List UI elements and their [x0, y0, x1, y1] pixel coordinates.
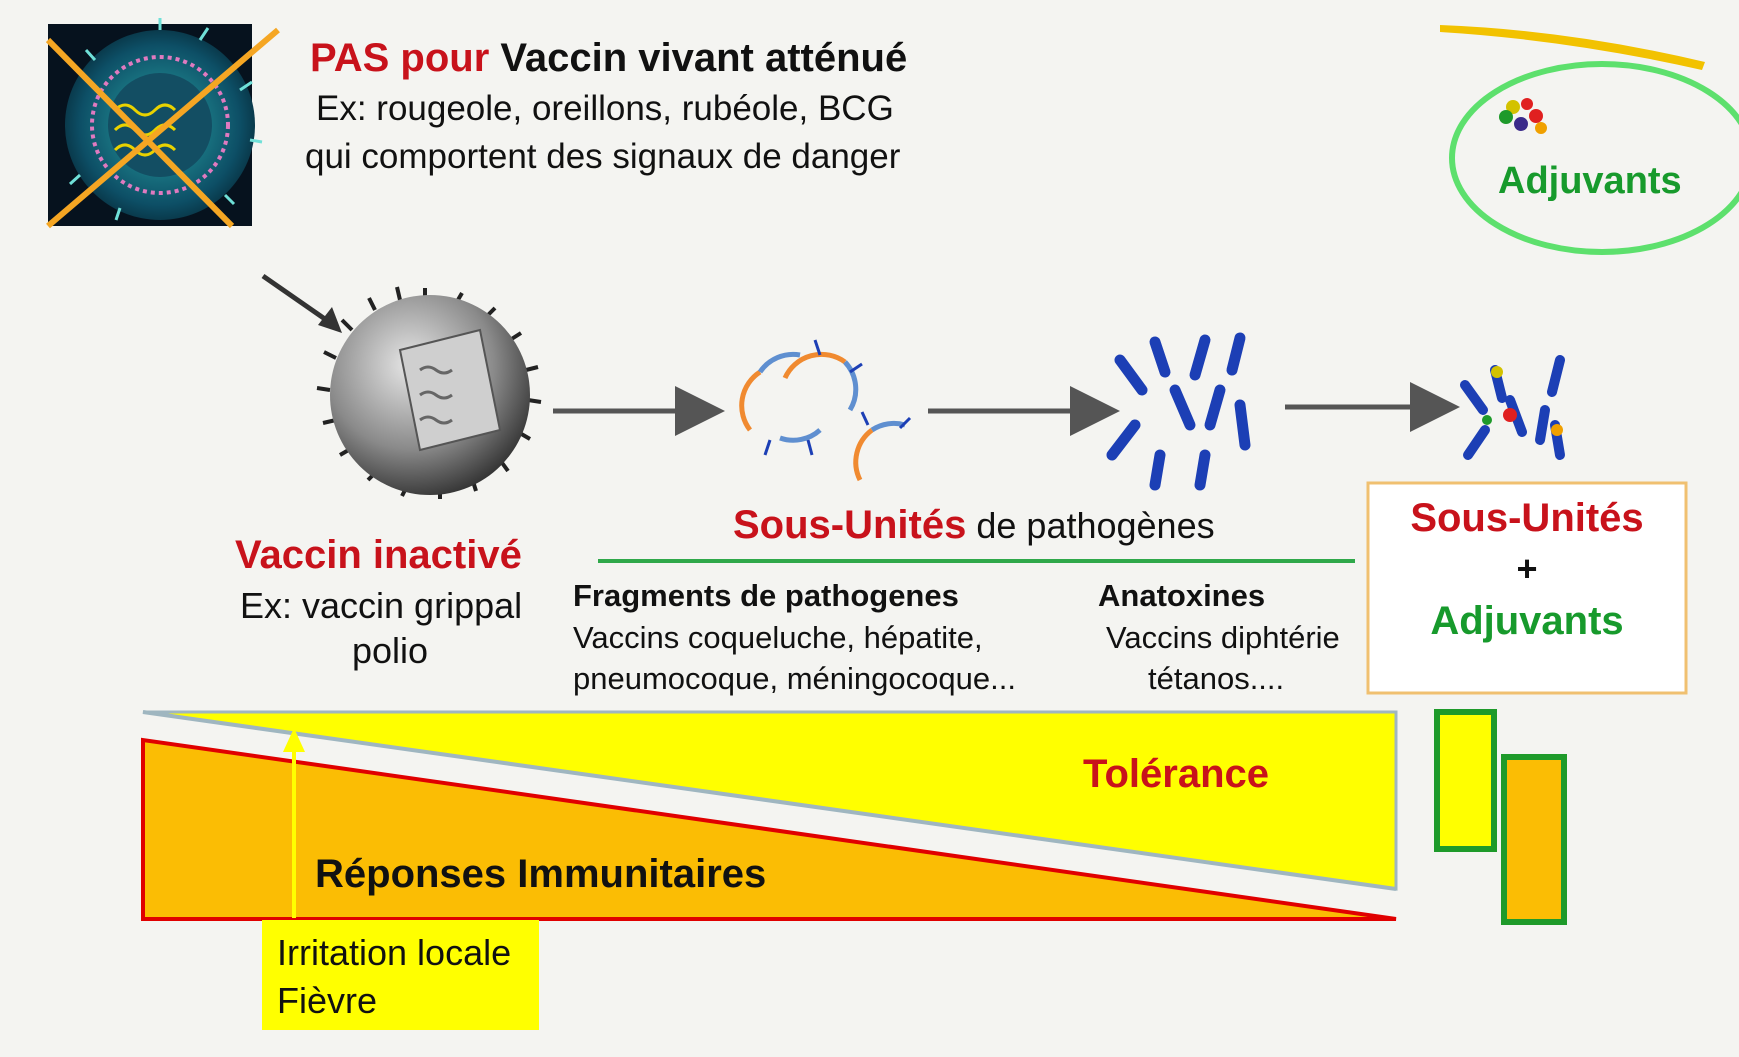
subunits-title: Sous-Unités [733, 503, 967, 547]
fragments-line2: pneumocoque, méningocoque... [573, 661, 1016, 696]
tolerance-bar [1434, 709, 1497, 852]
anatoxins-title: Anatoxines [1098, 578, 1266, 613]
pathogen-fragments-image [739, 339, 912, 482]
combo-adjuvants-label: Adjuvants [1430, 599, 1624, 643]
live-vaccine-examples: Ex: rougeole, oreillons, rubéole, BCG [316, 89, 894, 128]
cross-line-2 [46, 27, 280, 229]
irritation-box [262, 920, 539, 1030]
irritation-line1: Irritation locale [277, 932, 512, 973]
live-virus-image [45, 18, 280, 229]
live-vaccine-title: Vaccin vivant atténué [500, 36, 908, 80]
live-vaccine-heading: PAS pour Vaccin vivant atténué [310, 36, 907, 81]
anatoxins-adjuvants-image [1460, 355, 1565, 460]
decorative-stroke [1440, 25, 1705, 70]
tolerance-label: Tolérance [1083, 752, 1269, 796]
adjuvants-badge-label: Adjuvants [1498, 160, 1682, 202]
inactivated-virus-image [316, 286, 542, 499]
subunits-subtitle: de pathogènes [976, 505, 1215, 546]
pointer-arrow [261, 273, 337, 329]
combo-box [1366, 481, 1688, 695]
adjuvants-ellipse [1449, 61, 1739, 255]
pas-label: PAS pour [310, 36, 490, 80]
fragments-title: Fragments de pathogenes [573, 578, 959, 613]
fragments-line1: Vaccins coqueluche, hépatite, [573, 620, 983, 655]
irritation-line2: Fièvre [277, 980, 378, 1021]
inactivated-vaccine-title: Vaccin inactivé [235, 533, 522, 577]
anatoxins-image [1106, 332, 1251, 491]
anatoxins-line1: Vaccins diphtérie [1106, 620, 1340, 655]
live-vaccine-danger-signals: qui comportent des signaux de danger [305, 137, 901, 176]
combo-plus-sign: + [1516, 548, 1538, 589]
inactivated-vaccine-example: Ex: vaccin grippal [240, 585, 523, 626]
response-bar [1501, 754, 1567, 925]
subunits-heading: Sous-Unités de pathogènes [733, 503, 1215, 548]
combo-subunits-label: Sous-Unités [1410, 496, 1644, 540]
immune-response-band [141, 737, 1397, 921]
cross-line-1 [45, 37, 235, 229]
anatoxins-line2: tétanos.... [1148, 661, 1285, 696]
immune-responses-label: Réponses Immunitaires [315, 852, 767, 896]
tolerance-divider [142, 710, 1397, 891]
inactivated-vaccine-polio: polio [352, 630, 429, 671]
